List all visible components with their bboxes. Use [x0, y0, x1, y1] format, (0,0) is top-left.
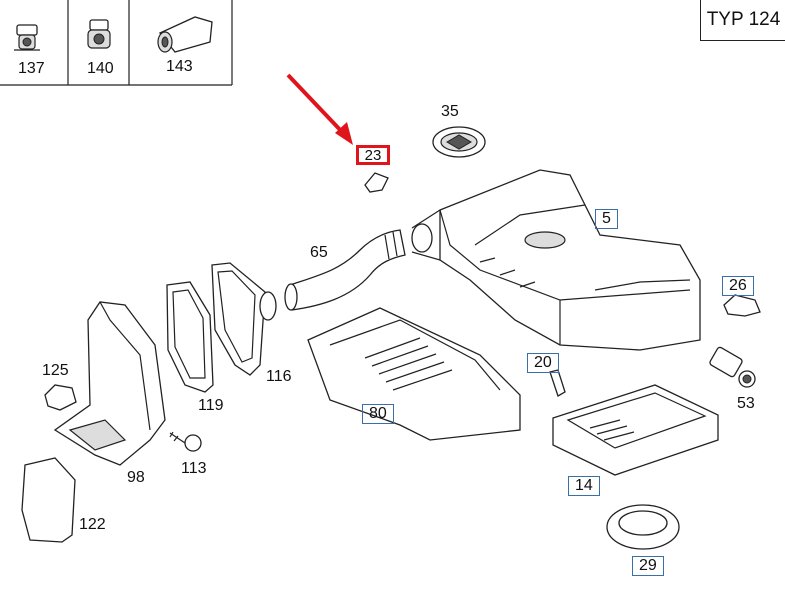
part-link-20[interactable]: 20: [527, 353, 559, 373]
intake-hose-65-drawing: [284, 229, 406, 311]
legend-label-140: 140: [87, 60, 114, 77]
part-link-26[interactable]: 26: [722, 276, 754, 296]
filter-element-14-drawing: [552, 384, 719, 476]
part-link-14[interactable]: 14: [568, 476, 600, 496]
air-filter-housing-5-drawing: [411, 169, 701, 351]
part-link-80[interactable]: 80: [362, 404, 394, 424]
clip-140-drawing: [87, 19, 111, 49]
part-link-5[interactable]: 5: [595, 209, 618, 229]
legend-frame: [0, 0, 233, 86]
clip-20-drawing: [549, 369, 566, 397]
clip-137-drawing: [14, 24, 40, 51]
part-label-116: 116: [266, 368, 292, 385]
part-label-122: 122: [79, 516, 106, 533]
type-label: TYP 124: [700, 0, 785, 41]
tray-80-drawing: [307, 307, 521, 441]
part-label-53: 53: [737, 395, 755, 412]
pointer-arrow: [286, 73, 353, 145]
part-label-35: 35: [441, 103, 459, 120]
duct-116-drawing: [211, 262, 277, 376]
part-link-29[interactable]: 29: [632, 556, 664, 576]
part-label-98: 98: [127, 469, 145, 486]
housing-98-drawing: [53, 301, 166, 466]
legend-label-143: 143: [166, 58, 193, 75]
part-label-65: 65: [310, 244, 328, 261]
bracket-26-drawing: [723, 294, 761, 317]
clip-23-drawing: [364, 172, 389, 193]
grommet-143-drawing: [157, 16, 213, 53]
screw-113-drawing: [169, 431, 202, 452]
cover-122-drawing: [21, 457, 76, 543]
highlighted-part-23[interactable]: 23: [356, 145, 390, 165]
emblem-35-drawing: [432, 126, 486, 158]
part-label-119: 119: [198, 397, 224, 414]
sensor-53-drawing: [709, 346, 756, 388]
part-label-113: 113: [181, 460, 207, 477]
legend-label-137: 137: [18, 60, 45, 77]
clip-125-drawing: [44, 384, 77, 411]
seal-ring-29-drawing: [606, 504, 680, 550]
part-label-125: 125: [42, 362, 69, 379]
gasket-119-drawing: [166, 281, 214, 393]
